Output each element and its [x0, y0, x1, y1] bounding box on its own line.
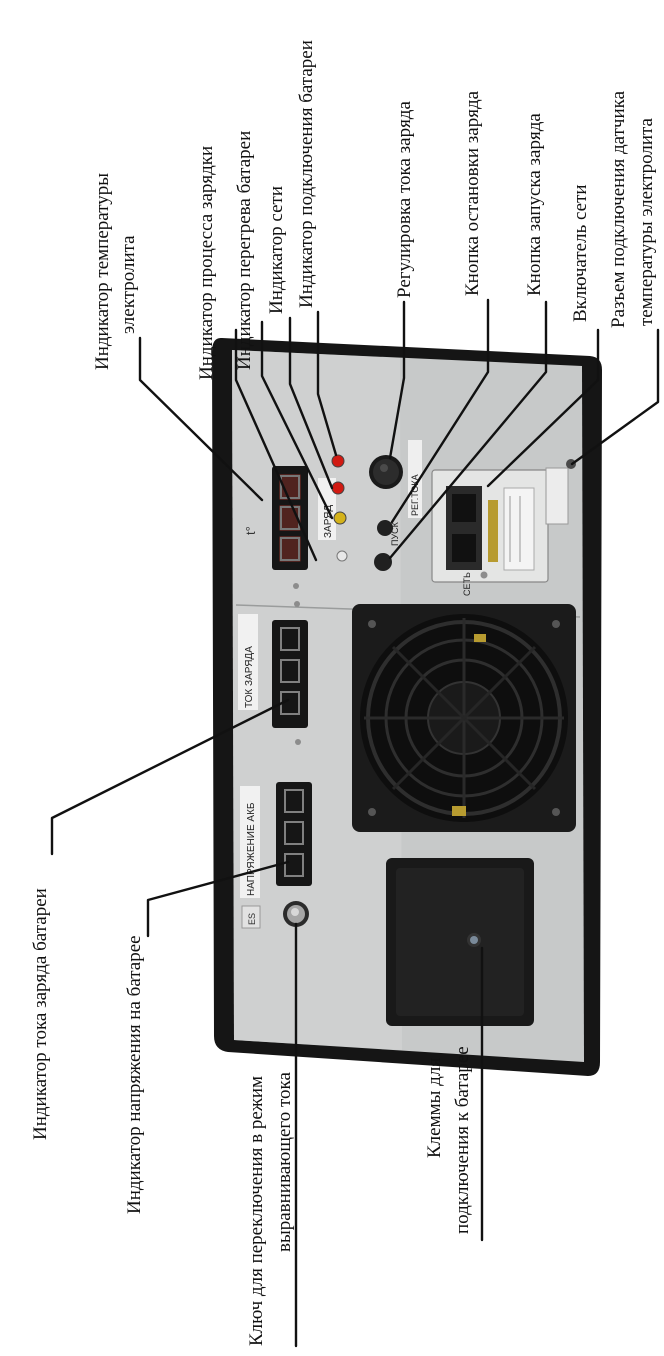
leader-regulator [388, 300, 406, 460]
charge-current-knob[interactable] [369, 455, 403, 489]
temp-caption: t° [243, 526, 258, 535]
charge-start-button[interactable] [374, 553, 392, 571]
label-charge-current: Индикатор тока заряда батареи [30, 888, 51, 1140]
led-row [331, 454, 348, 562]
mains-switch[interactable] [431, 469, 549, 583]
label-voltage: Индикатор напряжения на батарее [124, 935, 145, 1214]
mains-caption: СЕТЬ [462, 572, 472, 596]
regulator-caption: РЕГ.ТОКА [410, 474, 420, 516]
label-battery-connection: Индикатор подключения батареи [296, 40, 317, 308]
label-terminals-1: Клеммы для [424, 1058, 445, 1158]
leader-mains-switch [486, 328, 600, 488]
label-electrolyte-temp-1: Индикатор температуры [92, 173, 113, 370]
label-temp-connector-2: температуры электролита [636, 117, 657, 326]
charge-caption: ЗАРЯД [323, 505, 334, 538]
leader-electrolyte-temp [138, 336, 264, 502]
battery-voltage-display [276, 782, 312, 886]
label-charging-process: Индикатор процесса зарядки [196, 146, 217, 380]
leader-mains-indicator [288, 316, 334, 490]
labels: Индикатор температуры электролита Индика… [30, 40, 657, 1346]
voltage-caption: НАПРЯЖЕНИЕ АКБ [246, 802, 257, 896]
label-start: Кнопка запуска заряда [524, 113, 545, 296]
label-overheat: Индикатор перегрева батареи [234, 131, 255, 370]
leader-stop [390, 298, 490, 524]
temperature-display: t° [243, 466, 308, 570]
label-regulator: Регулировка тока заряда [394, 101, 415, 298]
leader-lines [50, 298, 660, 1348]
label-terminals-2: подключения к батарее [452, 1046, 473, 1234]
battery-terminals[interactable] [386, 858, 534, 1026]
cooling-fan [352, 604, 576, 832]
leader-charge-current [50, 698, 290, 856]
leader-voltage [146, 860, 290, 938]
charge-current-display [272, 620, 308, 728]
overheat-led [333, 511, 347, 525]
leader-battery-connection [316, 310, 338, 457]
charging-led [336, 550, 348, 562]
leader-overheat [260, 320, 334, 520]
leader-charging-process [234, 328, 318, 562]
badge-left: ES [247, 913, 257, 925]
start-caption: ПУСК [390, 521, 400, 546]
battery-connection-led [331, 454, 345, 468]
current-caption: ТОК ЗАРЯДА [244, 646, 255, 708]
label-mains-indicator: Индикатор сети [266, 186, 287, 314]
label-equalizing-key-2: выравнивающего тока [274, 1072, 295, 1252]
leader-start [388, 300, 548, 560]
label-equalizing-key-1: Ключ для переключения в режим [246, 1076, 267, 1346]
label-electrolyte-temp-2: электролита [118, 235, 139, 334]
charger-device: t° ЗАРЯД РЕГ.ТОКА ПУСК [212, 337, 602, 1076]
label-stop: Кнопка остановки заряда [462, 90, 483, 296]
label-mains-switch: Включатель сети [570, 184, 591, 322]
mains-led [331, 481, 345, 495]
equalizing-mode-key[interactable] [283, 901, 309, 927]
leader-temp-connector [570, 328, 660, 466]
charge-stop-button[interactable] [377, 520, 393, 536]
label-temp-connector-1: Разъем подключения датчика [608, 90, 629, 328]
